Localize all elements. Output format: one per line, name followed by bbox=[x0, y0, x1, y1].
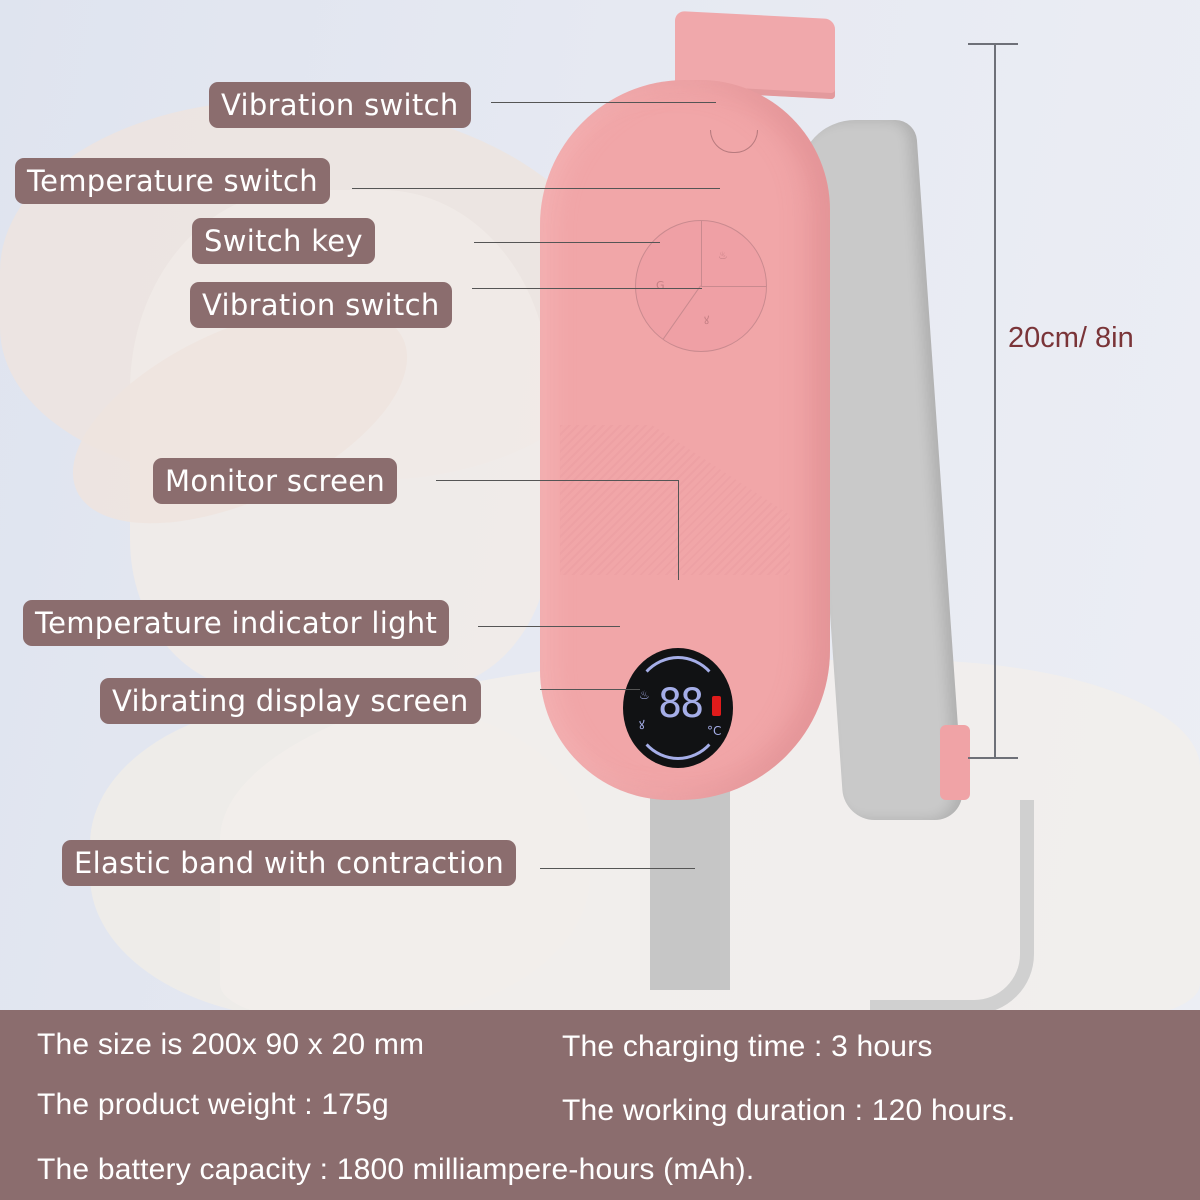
callout-vibration-switch: Vibration switch bbox=[190, 282, 452, 328]
dimension-line bbox=[994, 44, 996, 758]
heat-indicator-icon: ♨ bbox=[639, 688, 650, 702]
pad-divider bbox=[662, 285, 701, 340]
leader-line bbox=[472, 288, 702, 289]
celsius-unit: °C bbox=[707, 724, 722, 738]
dimension-bottom-tick bbox=[968, 757, 1018, 759]
grip-texture bbox=[560, 425, 790, 575]
spec-weight: The product weight : 175g bbox=[37, 1088, 389, 1121]
callout-switch-key: Switch key bbox=[192, 218, 375, 264]
dimension-label: 20cm/ 8in bbox=[1008, 322, 1134, 354]
product-photo: ♨ G ꙋ ♨ ꙋ 88 °C Vibration switch Tempera… bbox=[0, 10, 1200, 1010]
vibration-switch-top-button[interactable] bbox=[710, 130, 758, 153]
callout-temperature-switch: Temperature switch bbox=[15, 158, 330, 204]
control-button-pad: ♨ G ꙋ bbox=[635, 220, 767, 352]
leader-line bbox=[478, 626, 620, 627]
leader-line bbox=[540, 689, 640, 690]
battery-icon bbox=[712, 696, 721, 716]
callout-vibration-switch-top: Vibration switch bbox=[209, 82, 471, 128]
display-ring bbox=[631, 656, 725, 760]
device-body: ♨ G ꙋ ♨ ꙋ 88 °C bbox=[540, 80, 830, 800]
leader-line bbox=[491, 102, 716, 103]
spec-working-duration: The working duration : 120 hours. bbox=[562, 1094, 1016, 1127]
heating-pad-device: ♨ G ꙋ ♨ ꙋ 88 °C bbox=[540, 10, 840, 805]
dimension-top-tick bbox=[968, 43, 1018, 45]
spec-panel: The size is 200x 90 x 20 mm The charging… bbox=[0, 1010, 1200, 1200]
leader-line bbox=[678, 480, 679, 580]
strap-lower bbox=[650, 790, 730, 990]
pad-divider bbox=[701, 286, 766, 287]
lcd-display: ♨ ꙋ 88 °C bbox=[623, 648, 733, 768]
spec-battery-capacity: The battery capacity : 1800 milliampere-… bbox=[37, 1153, 755, 1186]
pad-divider bbox=[701, 221, 702, 286]
vibration-button-icon[interactable]: ꙋ bbox=[704, 314, 710, 327]
power-button-icon[interactable]: G bbox=[656, 279, 665, 292]
callout-temperature-indicator-light: Temperature indicator light bbox=[23, 600, 450, 646]
temperature-button-icon[interactable]: ♨ bbox=[718, 249, 728, 262]
callout-elastic-band: Elastic band with contraction bbox=[62, 840, 517, 886]
callout-vibrating-display-screen: Vibrating display screen bbox=[100, 678, 481, 724]
callout-monitor-screen: Monitor screen bbox=[153, 458, 398, 504]
temperature-digits: 88 bbox=[658, 681, 704, 727]
vibration-indicator-icon: ꙋ bbox=[639, 718, 645, 732]
spec-charging-time: The charging time : 3 hours bbox=[562, 1030, 933, 1063]
leader-line bbox=[540, 868, 695, 869]
strap-buckle bbox=[940, 725, 970, 800]
strap-loop bbox=[870, 800, 1034, 1010]
leader-line bbox=[352, 188, 720, 189]
spec-size: The size is 200x 90 x 20 mm bbox=[37, 1028, 425, 1061]
leader-line bbox=[436, 480, 678, 481]
leader-line bbox=[474, 242, 660, 243]
